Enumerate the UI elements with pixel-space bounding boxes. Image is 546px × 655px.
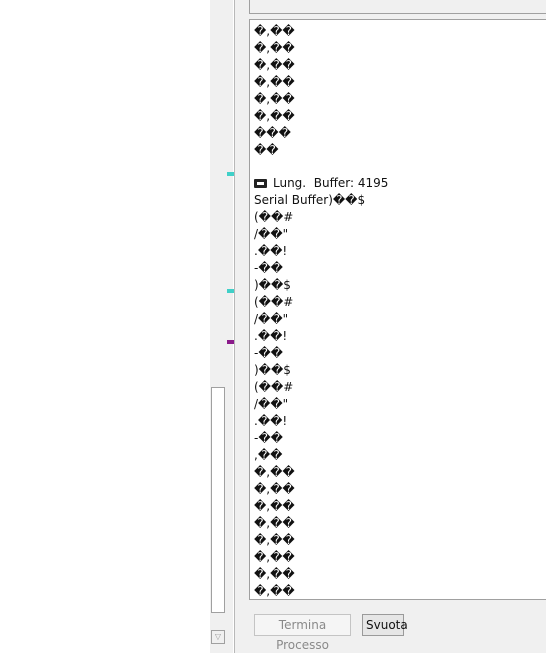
log-line: �,�� — [254, 465, 295, 479]
log-line: Serial Buffer)��$ — [254, 193, 366, 207]
log-line: )��$ — [254, 363, 291, 377]
log-line: �,�� — [254, 516, 295, 530]
buffer-icon — [254, 179, 267, 188]
log-line: /��" — [254, 227, 289, 241]
gutter-scroll-down-icon[interactable]: ▽ — [211, 630, 225, 644]
log-line: �,�� — [254, 58, 295, 72]
log-line: �,�� — [254, 550, 295, 564]
log-line: ��� — [254, 126, 291, 140]
log-line: ,�� — [254, 448, 283, 462]
log-line: �,�� — [254, 24, 295, 38]
serial-log-lines: �,���,���,���,���,���,�������Lung. Buffe… — [254, 23, 546, 599]
log-line: .��! — [254, 414, 288, 428]
log-line: (��# — [254, 295, 294, 309]
left-blank-area — [0, 0, 210, 653]
log-line: �,�� — [254, 584, 295, 598]
clear-button[interactable]: Svuota — [362, 614, 408, 636]
log-line: �,�� — [254, 499, 295, 513]
log-line: �,�� — [254, 92, 295, 106]
gutter-marker — [227, 289, 235, 293]
serial-log-output[interactable]: �,���,���,���,���,���,�������Lung. Buffe… — [249, 19, 546, 600]
log-line: /��" — [254, 397, 289, 411]
panel-separator — [234, 0, 235, 653]
gutter-scrollbar-track[interactable] — [211, 387, 225, 613]
log-line: �� — [254, 143, 279, 157]
log-line: �,�� — [254, 41, 295, 55]
terminate-process-button[interactable]: Termina Processo — [254, 614, 351, 652]
log-line: -�� — [254, 346, 283, 360]
log-line: /��" — [254, 312, 289, 326]
log-line: .��! — [254, 244, 288, 258]
gutter-marker — [227, 340, 235, 344]
log-line: �,�� — [254, 75, 295, 89]
log-line: .��! — [254, 329, 288, 343]
buffer-length-line: Lung. Buffer: 4195 — [254, 175, 546, 192]
panel-top-frame — [249, 0, 546, 14]
log-line — [254, 159, 546, 175]
log-line: (��# — [254, 210, 294, 224]
log-line: �,�� — [254, 533, 295, 547]
gutter-marker — [227, 172, 235, 176]
buffer-length-text: Lung. Buffer: 4195 — [273, 176, 389, 190]
log-line: -�� — [254, 261, 283, 275]
log-line: (��# — [254, 380, 294, 394]
log-line: �,�� — [254, 109, 295, 123]
log-line: -�� — [254, 431, 283, 445]
log-line: �,�� — [254, 567, 295, 581]
log-line: )��$ — [254, 278, 291, 292]
log-line: �,�� — [254, 482, 295, 496]
